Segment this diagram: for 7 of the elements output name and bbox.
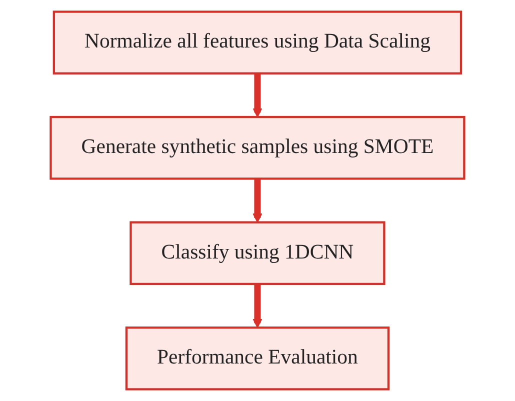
process-box: Normalize all features using Data Scaling bbox=[52, 10, 462, 74]
process-box: Classify using 1DCNN bbox=[130, 221, 386, 286]
process-box: Performance Evaluation bbox=[125, 326, 390, 390]
arrow bbox=[252, 178, 262, 223]
arrow bbox=[252, 73, 262, 118]
process-box: Generate synthetic samples using SMOTE bbox=[50, 116, 466, 180]
arrow bbox=[252, 284, 262, 328]
